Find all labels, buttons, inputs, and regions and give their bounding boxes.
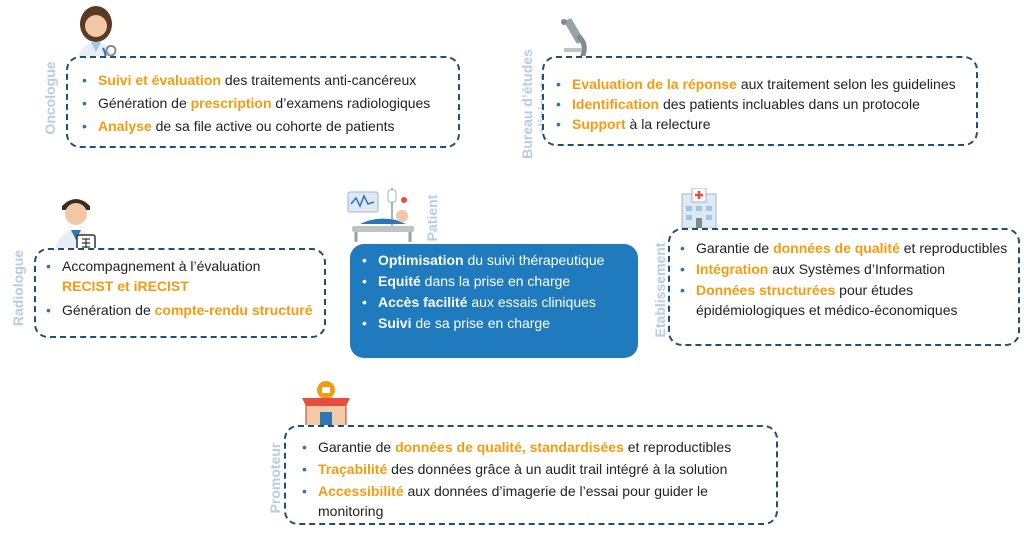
bureau-box: •Evaluation de la réponse aux traitement… [542,56,978,146]
hospital-icon [681,188,717,229]
patient-box: •Optimisation du suivi thérapeutique •Eq… [350,244,638,358]
list-item: •Identification des patients incluables … [556,96,920,112]
list-item: •Accès facilité aux essais cliniques [362,294,596,310]
promoteur-box: •Garantie de données de qualité, standar… [284,425,778,525]
shop-icon [302,381,350,429]
list-item: •Intégration aux Systèmes d’Information [680,261,945,277]
list-item: •Support à la relecture [556,116,711,132]
promoteur-label: Promoteur [267,442,283,514]
list-item: •Génération de prescription d’examens ra… [82,95,431,111]
oncologue-label: Oncologue [42,61,58,135]
list-item: •Evaluation de la réponse aux traitement… [556,76,956,92]
patient-label: Patient [424,194,440,242]
list-item: •Optimisation du suivi thérapeutique [362,252,605,268]
list-item: •Traçabilité des données grâce à un audi… [302,461,728,477]
list-item: •Suivi de sa prise en charge [362,315,550,331]
radiologue-label: Radiologue [10,249,26,327]
list-item: •Garantie de données de qualité et repro… [680,240,1008,256]
list-item: •Suivi et évaluation des traitements ant… [82,72,417,88]
list-item: •Analyse de sa file active ou cohorte de… [82,118,395,134]
etablissement-box: •Garantie de données de qualité et repro… [668,228,1020,346]
list-item: •Accessibilité aux données d’imagerie de… [302,483,708,519]
etablissement-label: Etablissement [652,242,668,338]
list-item: •Garantie de données de qualité, standar… [302,439,732,455]
hospital-bed-icon [347,188,414,242]
list-item: •Equité dans la prise en charge [362,273,571,289]
oncologue-box: •Suivi et évaluation des traitements ant… [66,56,460,148]
list-item: •Données structurées pour études épidémi… [680,282,958,318]
list-item: •Génération de compte-rendu structuré [46,302,313,318]
